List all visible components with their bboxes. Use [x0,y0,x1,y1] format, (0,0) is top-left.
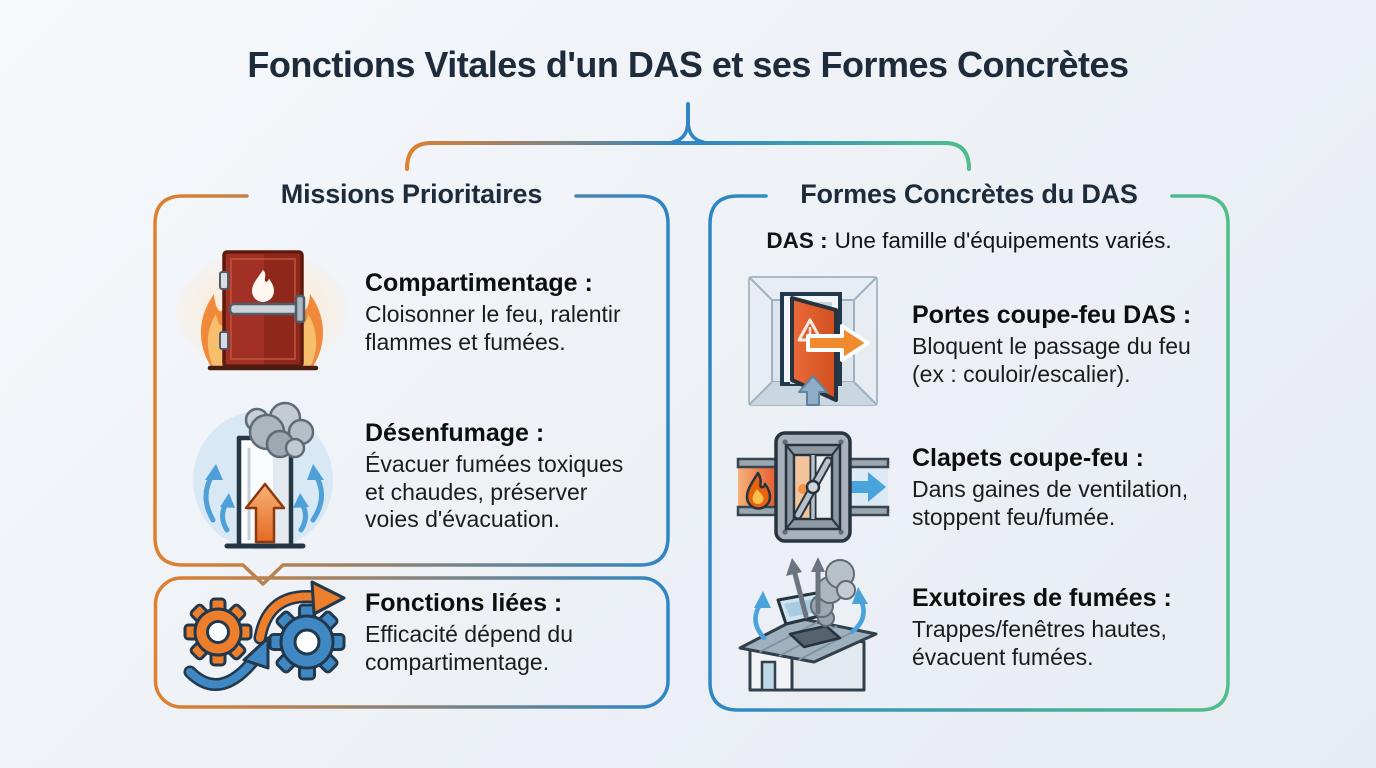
item-heading: Portes coupe-feu DAS : [912,301,1192,329]
item-body: Efficacité dépend du compartimentage. [365,621,574,675]
right-panel-border [708,194,1230,712]
list-item-compartimentage: Compartimentage : Cloisonner le feu, ral… [365,269,660,356]
item-body: Trappes/fenêtres hautes, évacuent fumées… [912,616,1167,670]
item-heading: Compartimentage : [365,269,593,297]
list-item-portes-coupe-feu: Portes coupe-feu DAS : Bloquent le passa… [912,301,1222,388]
fire-door-icon [176,250,348,374]
das-intro-text: Une famille d'équipements variés. [834,228,1172,253]
list-item-desenfumage: Désenfumage : Évacuer fumées toxiques et… [365,419,665,534]
page-title: Fonctions Vitales d'un DAS et ses Formes… [247,44,1129,85]
item-body: Évacuer fumées toxiques et chaudes, prés… [365,451,624,533]
das-fire-door-icon [748,276,878,406]
das-intro-term: DAS : [766,228,828,253]
item-heading: Fonctions liées : [365,589,563,617]
item-body: Dans gaines de ventilation, stoppent feu… [912,476,1189,530]
brace-connector [405,102,971,171]
list-item-fonctions-liees: Fonctions liées : Efficacité dépend du c… [365,589,660,676]
smoke-extraction-icon [193,401,333,550]
list-item-exutoires: Exutoires de fumées : Trappes/fenêtres h… [912,584,1224,671]
item-heading: Désenfumage : [365,419,545,447]
item-heading: Exutoires de fumées : [912,584,1172,612]
item-body: Cloisonner le feu, ralentir flammes et f… [365,301,621,355]
fire-damper-icon [736,431,890,543]
smoke-vent-icon [738,557,878,692]
list-item-clapets-coupe-feu: Clapets coupe-feu : Dans gaines de venti… [912,444,1224,531]
left-panel-border [153,194,670,586]
right-panel-header: Formes Concrètes du DAS [800,179,1138,209]
linked-gears-icon [183,580,346,691]
das-intro-line: DAS :Une famille d'équipements variés. [710,228,1228,254]
linked-box-border [153,576,670,709]
left-panel-header: Missions Prioritaires [280,179,543,209]
item-body: Bloquent le passage du feu (ex : couloir… [912,333,1191,387]
item-heading: Clapets coupe-feu : [912,444,1144,472]
